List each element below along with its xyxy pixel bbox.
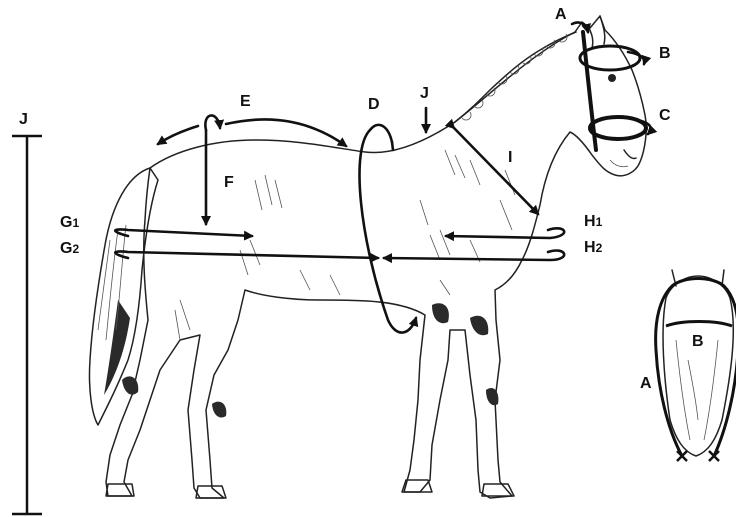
measure-D-girth bbox=[368, 123, 394, 144]
measure-B-browband bbox=[578, 44, 642, 72]
inset-measure-A bbox=[654, 277, 736, 457]
measurement-lines bbox=[113, 106, 566, 334]
measure-H2 bbox=[382, 249, 566, 264]
bridle bbox=[570, 21, 658, 152]
label-D: D bbox=[368, 96, 380, 113]
measure-H1 bbox=[444, 227, 566, 242]
measure-I-diagonal bbox=[444, 118, 540, 216]
measure-E-curl bbox=[204, 114, 225, 132]
label-H1-subscript: 1 bbox=[595, 215, 603, 229]
measure-G2 bbox=[113, 250, 380, 263]
label-G1: G1 bbox=[60, 215, 79, 231]
label-F: F bbox=[224, 174, 234, 191]
label-H2-subscript: 2 bbox=[595, 241, 603, 255]
label-G2: G2 bbox=[60, 241, 79, 257]
label-J-withers: J bbox=[420, 85, 429, 102]
measure-E-topline bbox=[224, 118, 348, 148]
label-J-scale: J bbox=[19, 111, 28, 128]
label-H2: H2 bbox=[584, 240, 602, 256]
label-H2-letter: H bbox=[584, 239, 596, 256]
measure-C-noseband bbox=[588, 115, 648, 141]
measure-G1 bbox=[113, 228, 254, 241]
label-G1-letter: G bbox=[60, 214, 73, 231]
label-H1-letter: H bbox=[584, 213, 596, 230]
label-C: C bbox=[659, 107, 671, 124]
label-I: I bbox=[508, 149, 513, 166]
inset-label-A: A bbox=[640, 375, 652, 392]
label-A: A bbox=[555, 6, 567, 23]
label-H1: H1 bbox=[584, 214, 602, 230]
height-scale bbox=[12, 134, 42, 516]
horse-tail bbox=[88, 167, 159, 426]
measure-A-arrow bbox=[570, 21, 591, 34]
label-G2-subscript: 2 bbox=[72, 242, 80, 256]
inset-head-front-view bbox=[654, 269, 736, 462]
inset-measure-B bbox=[665, 320, 733, 328]
inset-label-B: B bbox=[692, 333, 704, 350]
label-E: E bbox=[240, 93, 251, 110]
label-B: B bbox=[659, 45, 671, 62]
label-G1-subscript: 1 bbox=[72, 216, 80, 230]
horse-illustration bbox=[88, 15, 647, 499]
label-G2-letter: G bbox=[60, 240, 73, 257]
